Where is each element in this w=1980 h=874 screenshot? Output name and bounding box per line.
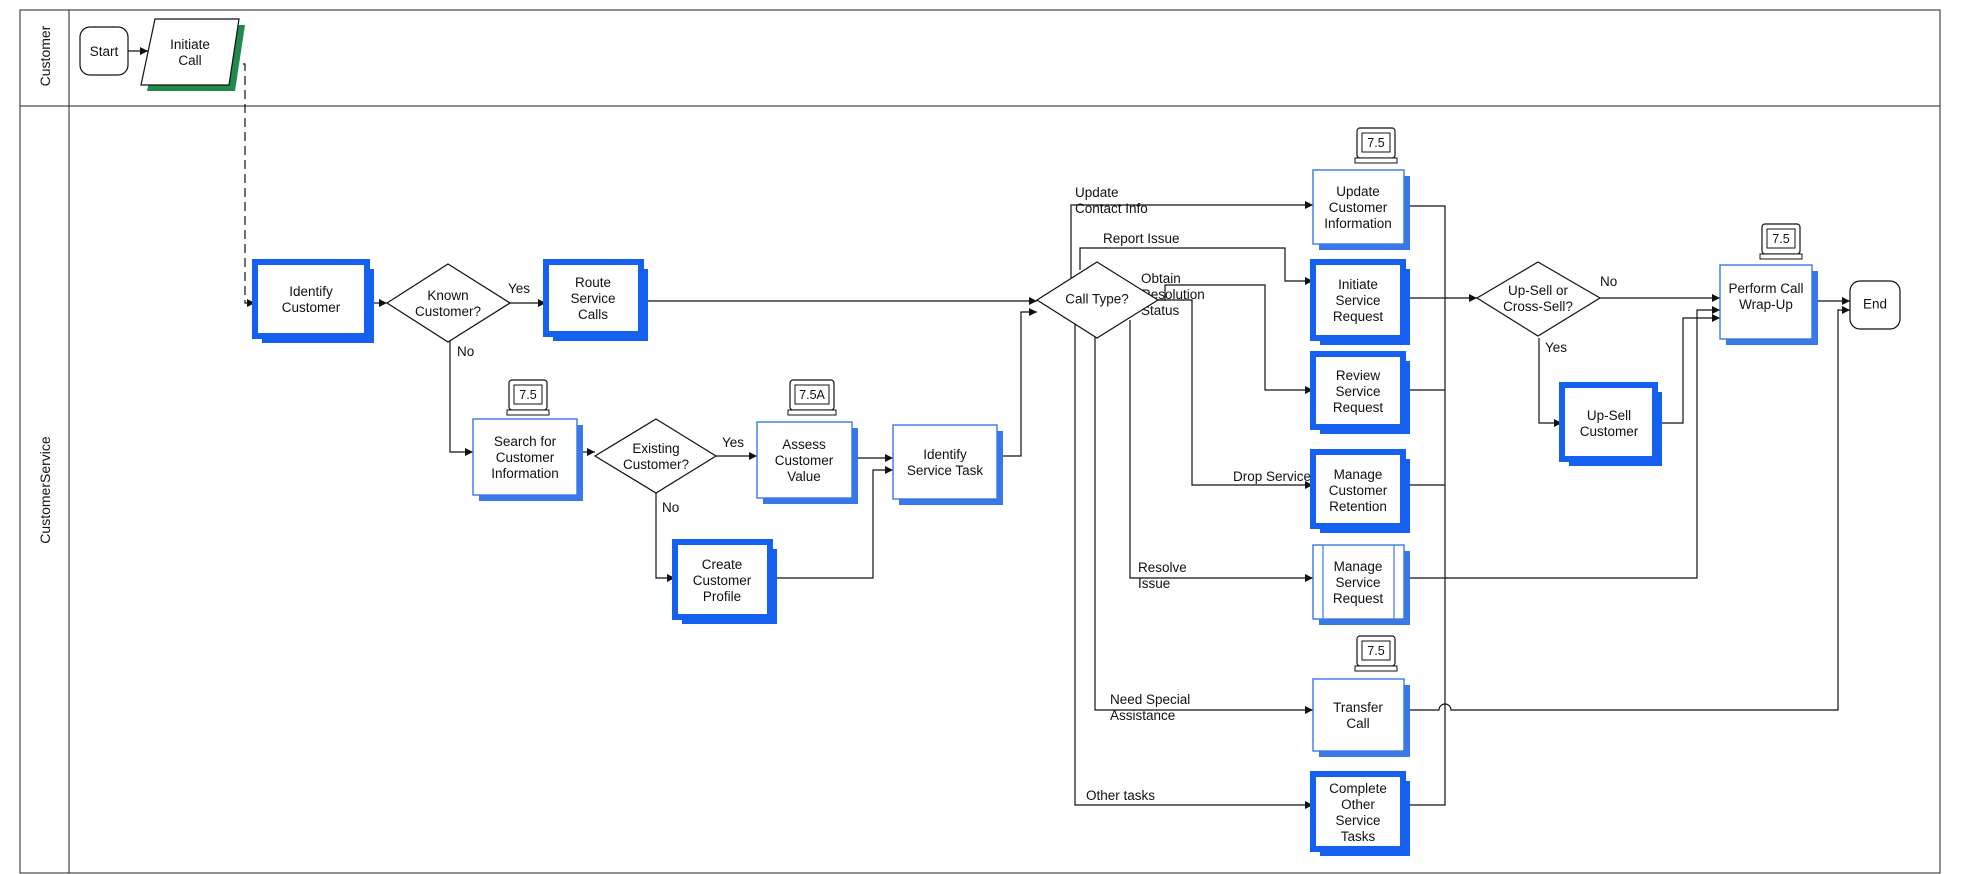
edge-existing-no (655, 490, 675, 582)
start-terminal[interactable]: Start (79, 26, 129, 76)
monitor-badge-assess: 7.5A (799, 388, 825, 402)
edge-label-other-tasks: Other tasks (1086, 788, 1155, 803)
edge-create-to-identify-task (774, 466, 893, 579)
edge-report-issue (1079, 247, 1313, 285)
edge-drop-service (1158, 299, 1313, 489)
edge-label-known-no: No (457, 344, 474, 359)
edge-update-contact (1070, 201, 1313, 283)
start-label: Start (90, 44, 119, 59)
call-type-decision[interactable]: Call Type? (1035, 261, 1160, 339)
edge-other-tasks (1074, 300, 1313, 809)
bus-task-outputs (1410, 205, 1446, 806)
edge-resolve-issue (1129, 320, 1313, 582)
swimlane-frame: Customer CustomerService (19, 9, 1941, 874)
edge-upsell-yes (1538, 338, 1562, 427)
edge-identify-task-to-calltype (1003, 308, 1037, 457)
monitor-badge-wrapup: 7.5 (1772, 232, 1789, 246)
lane-label-customer-service: CustomerService (37, 436, 53, 544)
monitor-badge-update: 7.5 (1367, 136, 1384, 150)
edge-label-existing-yes: Yes (722, 435, 744, 450)
monitor-badge-transfer: 7.5 (1367, 644, 1384, 658)
edge-label-upsell-no: No (1600, 274, 1617, 289)
edge-label-known-yes: Yes (508, 281, 530, 296)
lane-label-customer: Customer (37, 25, 53, 86)
end-terminal[interactable]: End (1849, 280, 1901, 330)
monitor-icon: 7.5 (506, 379, 550, 416)
edge-label-existing-no: No (662, 500, 679, 515)
edge-initiate-to-identify (229, 63, 255, 307)
edge-label-report-issue: Report Issue (1103, 231, 1180, 246)
monitor-icon: 7.5 (1354, 635, 1398, 672)
edge-known-no (449, 332, 473, 456)
monitor-icon: 7.5 (1354, 127, 1398, 164)
edge-transfer-to-end (1410, 306, 1850, 711)
edge-label-upsell-yes: Yes (1545, 340, 1567, 355)
edge-upsell-to-wrapup (1662, 314, 1720, 424)
edge-special-assistance (1094, 320, 1313, 714)
monitor-badge-search: 7.5 (519, 388, 536, 402)
end-label: End (1863, 297, 1887, 312)
monitor-icon: 7.5A (787, 379, 837, 416)
connectors (128, 47, 1850, 809)
edge-label-drop-service: Drop Service (1233, 469, 1311, 484)
call-type-label: Call Type? (1065, 292, 1129, 307)
monitor-icon: 7.5 (1759, 223, 1803, 260)
edge-manage-request-to-wrapup (1410, 306, 1720, 579)
